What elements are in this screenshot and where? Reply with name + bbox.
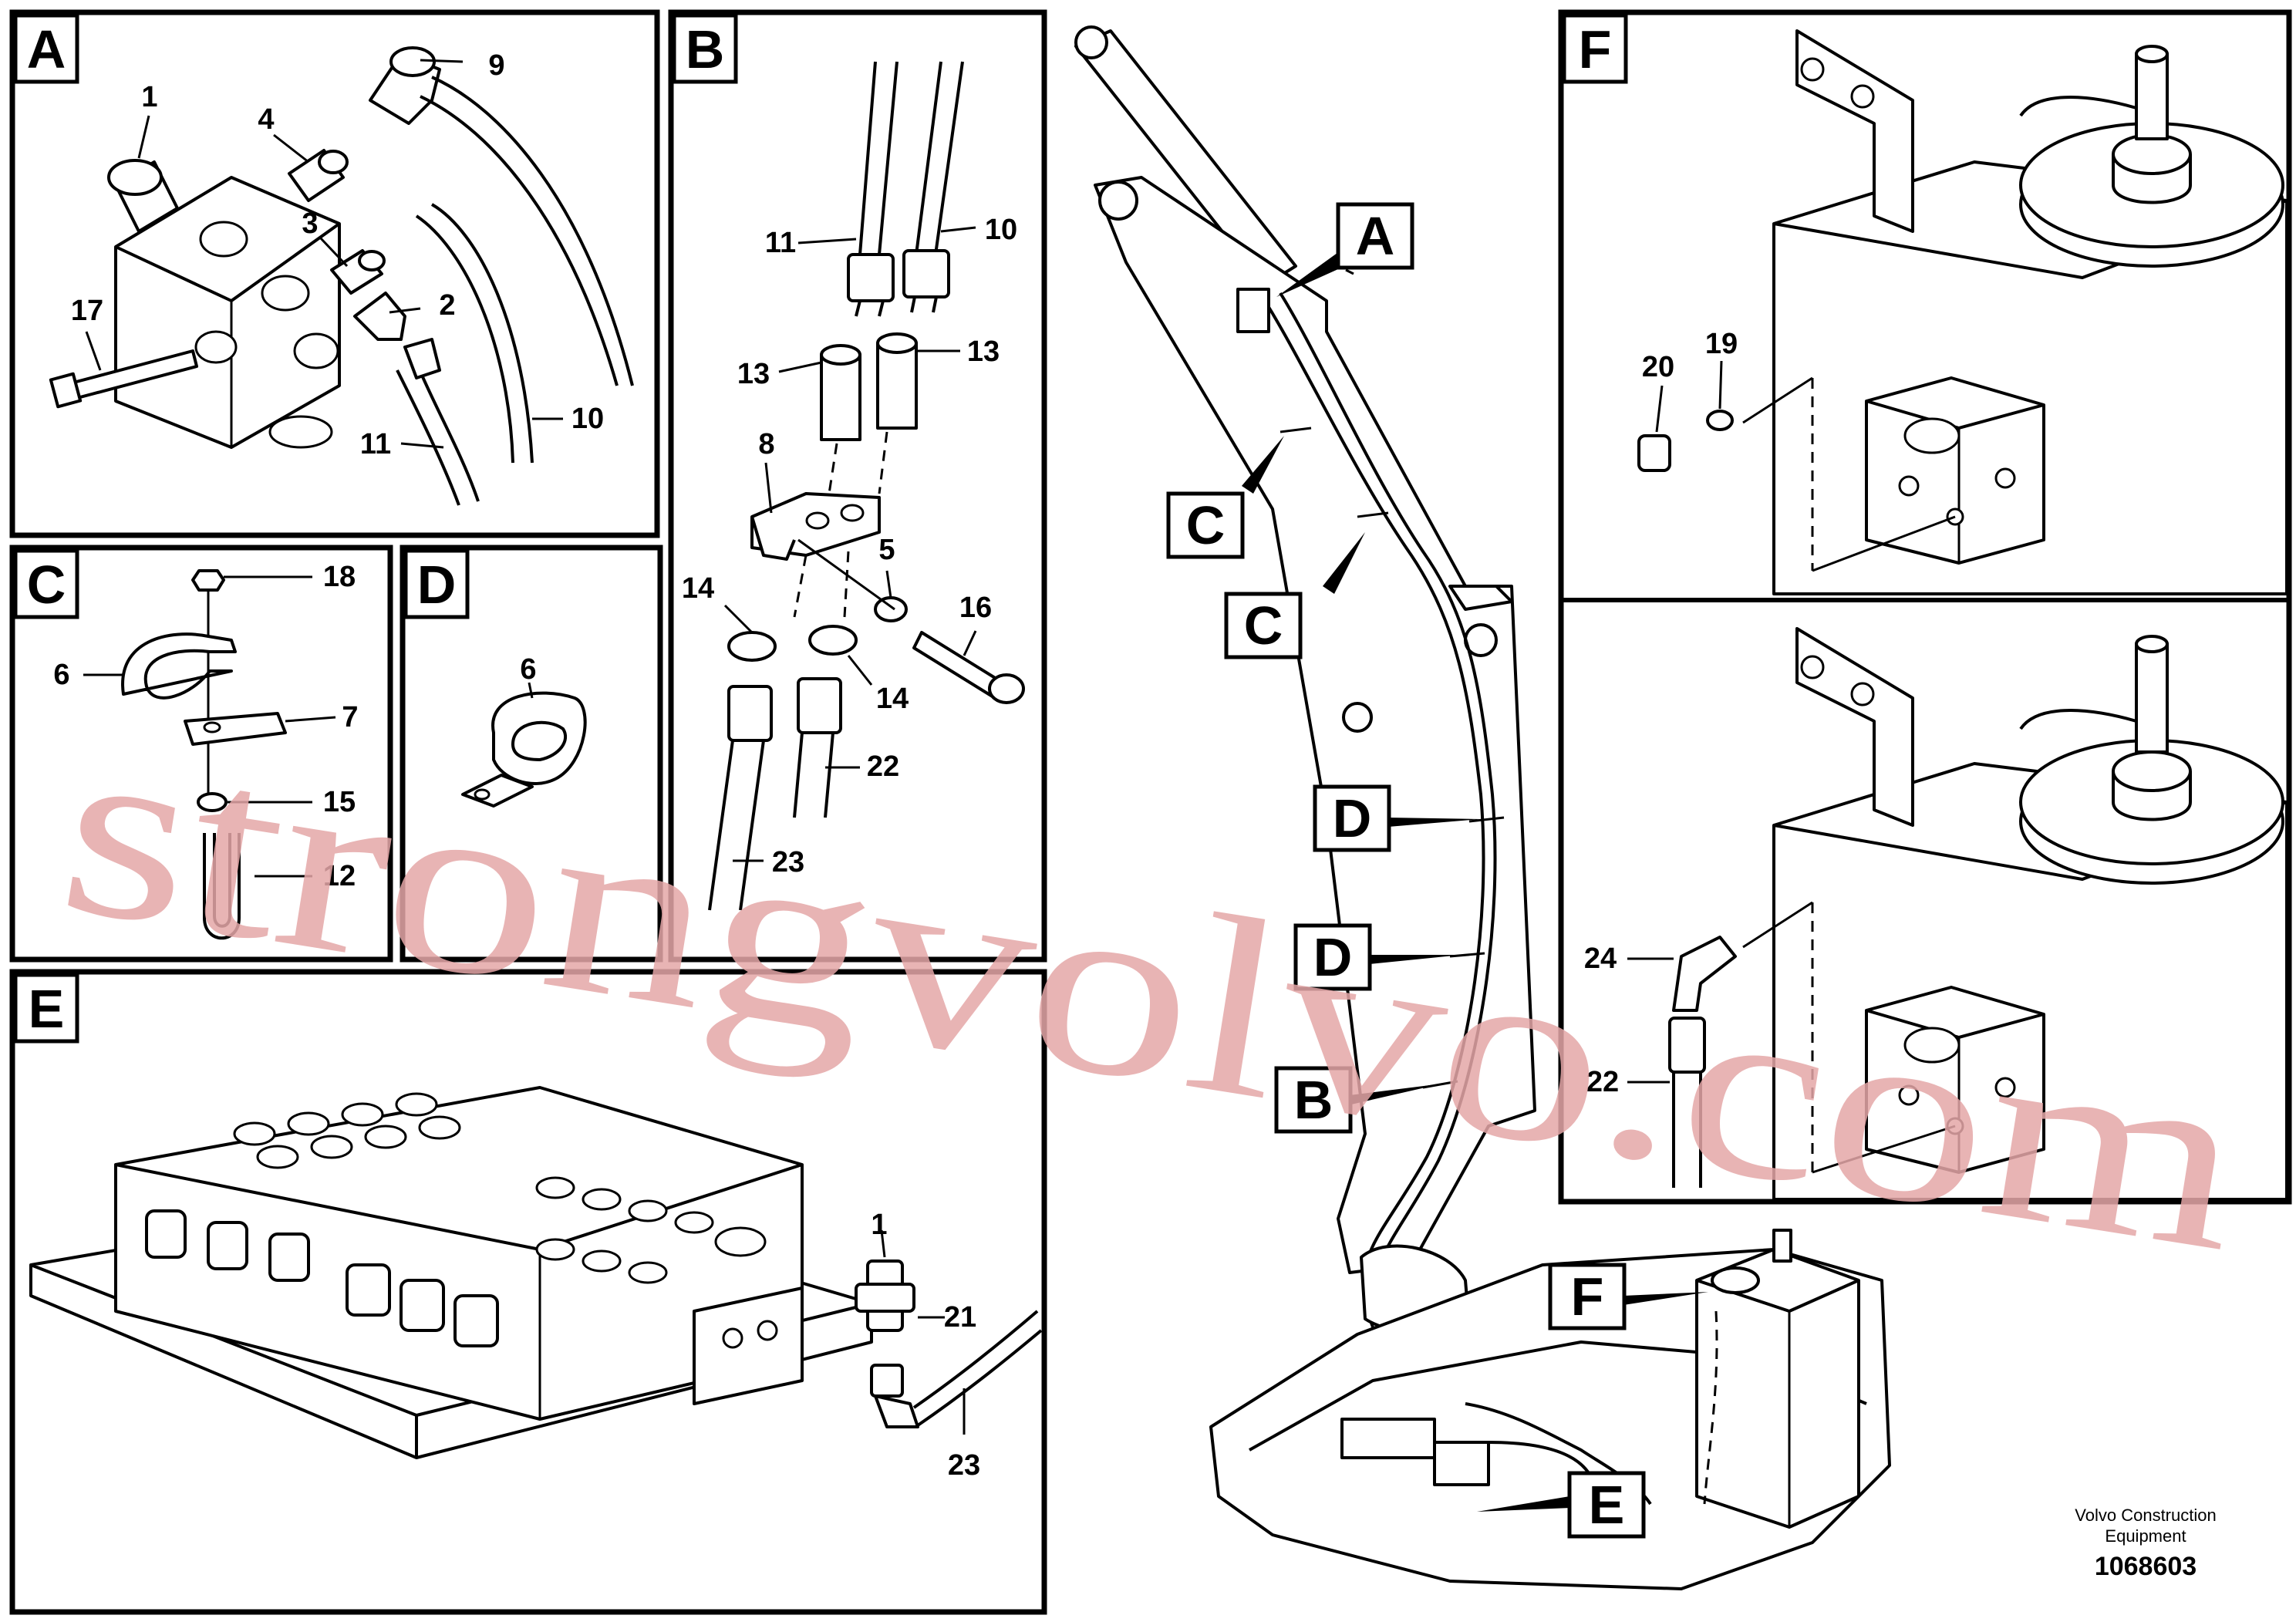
panel-a-drawing: 1 4 9 3 2 17 11 10	[49, 46, 634, 506]
d-label-6: 6	[520, 653, 536, 686]
svg-text:E: E	[29, 979, 65, 1039]
a-label-1: 1	[141, 81, 157, 113]
valve-spools	[145, 1209, 499, 1347]
panel-f-lower-drawing: 24 22	[1584, 627, 2288, 1201]
b-label-23: 23	[772, 846, 804, 878]
svg-text:E: E	[1589, 1475, 1625, 1535]
a-label-9: 9	[488, 49, 504, 82]
callout-f: F	[1548, 1263, 1708, 1330]
panel-d-frame	[400, 545, 663, 963]
b-label-5: 5	[878, 534, 895, 566]
panel-c-letter: C	[13, 548, 79, 619]
panel-b-letter: B	[672, 13, 738, 84]
c-label-6: 6	[53, 659, 69, 691]
b-label-13-left: 13	[737, 358, 770, 390]
callout-a: A	[1276, 202, 1414, 297]
callout-b: B	[1274, 1066, 1442, 1134]
panel-d-letter: D	[403, 548, 470, 619]
svg-text:F: F	[1571, 1266, 1604, 1327]
panel-a-letter: A	[13, 13, 79, 84]
svg-text:D: D	[1333, 788, 1372, 848]
svg-text:B: B	[686, 19, 725, 79]
drawing-number: 1068603	[2095, 1552, 2197, 1581]
callout-c-lower: C	[1224, 532, 1365, 659]
panel-b-drawing: 11 10 13 13 8 5 14 16 14 22 23	[682, 61, 1025, 911]
brand-line-1: Volvo Construction	[2075, 1506, 2216, 1525]
brand-line-2: Equipment	[2105, 1526, 2186, 1546]
f-label-24: 24	[1584, 943, 1617, 975]
svg-text:D: D	[1313, 927, 1353, 987]
panel-f-letter: F	[1562, 13, 1628, 84]
panel-b-frame	[668, 9, 1047, 963]
a-label-2: 2	[439, 289, 455, 322]
svg-text:A: A	[1356, 206, 1395, 266]
a-label-10: 10	[571, 403, 604, 435]
a-label-17: 17	[71, 295, 103, 327]
b-label-13-right: 13	[967, 336, 1000, 368]
svg-text:C: C	[1186, 495, 1226, 555]
c-label-18: 18	[323, 561, 356, 593]
callout-d-lower: D	[1293, 923, 1462, 991]
panel-f-upper-drawing: 20 19	[1637, 29, 2288, 595]
c-label-12: 12	[323, 860, 356, 892]
valve-ports	[233, 1092, 767, 1284]
panel-e-frame	[9, 969, 1047, 1615]
f-label-19: 19	[1705, 328, 1738, 360]
callout-d-upper: D	[1313, 784, 1481, 852]
b-label-14-left: 14	[682, 572, 714, 605]
e-label-1: 1	[871, 1209, 887, 1241]
b-label-8: 8	[758, 428, 774, 460]
f-label-20: 20	[1642, 351, 1674, 383]
panel-e-drawing: 1 21 23	[29, 1086, 1043, 1482]
svg-text:C: C	[1244, 595, 1283, 656]
b-label-10: 10	[985, 214, 1017, 246]
svg-text:F: F	[1579, 19, 1612, 79]
callout-e: E	[1477, 1471, 1646, 1539]
f-label-22: 22	[1586, 1066, 1619, 1098]
b-label-22: 22	[867, 750, 899, 783]
callout-c-upper: C	[1166, 436, 1284, 559]
a-label-3: 3	[302, 207, 318, 240]
svg-text:C: C	[27, 555, 66, 615]
b-label-14-right: 14	[876, 683, 909, 715]
svg-text:A: A	[27, 19, 66, 79]
excavator-overview	[1074, 25, 1891, 1590]
panel-c-frame	[9, 545, 393, 963]
panel-d-drawing: 6	[461, 653, 587, 808]
e-label-23: 23	[948, 1449, 980, 1482]
panel-e-letter: E	[13, 973, 79, 1044]
panel-f-frame	[1558, 9, 2292, 1205]
e-label-21: 21	[944, 1301, 976, 1334]
c-label-15: 15	[323, 786, 356, 818]
a-label-11: 11	[360, 428, 391, 460]
c-label-7: 7	[342, 701, 358, 733]
panel-a-frame	[9, 9, 660, 538]
b-label-16: 16	[959, 592, 992, 624]
panel-c-drawing: 18 6 7 15 12	[53, 561, 359, 940]
svg-text:D: D	[417, 555, 457, 615]
b-label-11: 11	[765, 227, 796, 259]
a-label-4: 4	[258, 103, 274, 136]
svg-text:B: B	[1294, 1070, 1333, 1130]
